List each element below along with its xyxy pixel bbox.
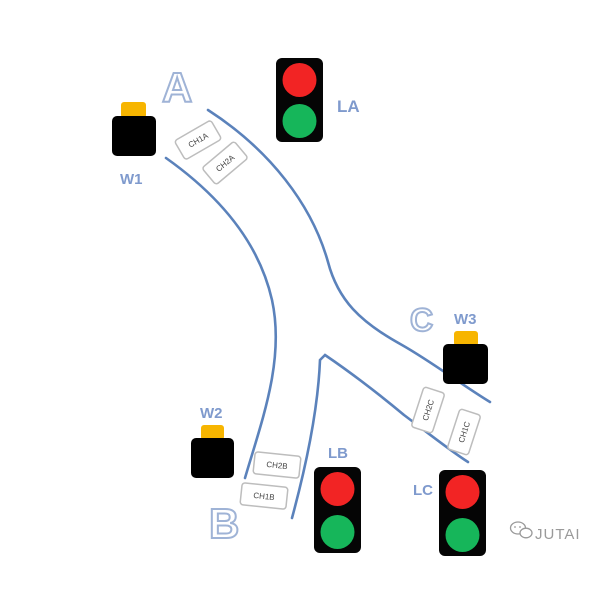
worker-w3 xyxy=(443,331,488,384)
traffic-light-lb-green xyxy=(320,515,355,549)
sensor-ch1b: CH1B xyxy=(239,482,289,510)
traffic-light-lb xyxy=(314,467,361,553)
sensor-ch2a: CH2A xyxy=(202,141,248,185)
worker-w3-cap xyxy=(454,331,478,346)
watermark-text: JUTAI xyxy=(535,526,581,543)
traffic-light-lc xyxy=(439,470,486,556)
sensor-ch2b-label: CH2B xyxy=(266,460,288,471)
worker-label-w2: W2 xyxy=(200,405,223,422)
worker-w3-body xyxy=(443,344,488,384)
sensor-ch2c: CH2C xyxy=(411,386,445,434)
sensor-ch1b-label: CH1B xyxy=(253,491,275,502)
worker-label-w1: W1 xyxy=(120,171,143,188)
light-label-lb: LB xyxy=(328,445,348,462)
road-edge-outer-right xyxy=(206,108,492,404)
traffic-light-la-red xyxy=(282,63,317,97)
worker-w1 xyxy=(112,102,156,156)
worker-w1-cap xyxy=(121,102,146,118)
road-edge-outer-left xyxy=(164,156,278,480)
traffic-light-lc-red xyxy=(445,475,480,509)
watermark: JUTAI xyxy=(509,521,581,543)
letter-c: C xyxy=(410,302,433,338)
letter-a: A xyxy=(162,64,192,111)
light-label-lc: LC xyxy=(413,482,433,499)
road-edge-inner-fork xyxy=(290,353,470,520)
sensor-ch1a: CH1A xyxy=(174,120,222,160)
traffic-light-lb-red xyxy=(320,472,355,506)
worker-w2 xyxy=(191,425,234,478)
worker-label-w3: W3 xyxy=(454,311,477,328)
sensor-ch1c: CH1C xyxy=(447,408,481,456)
worker-w1-body xyxy=(112,116,156,156)
traffic-light-lc-green xyxy=(445,518,480,552)
light-label-la: LA xyxy=(337,97,360,116)
wechat-icon xyxy=(509,521,533,539)
worker-w2-cap xyxy=(201,425,224,440)
letter-b: B xyxy=(209,500,239,547)
traffic-light-la-green xyxy=(282,104,317,138)
worker-w2-body xyxy=(191,438,234,478)
sensor-ch2b: CH2B xyxy=(252,451,302,479)
traffic-light-la xyxy=(276,58,323,142)
